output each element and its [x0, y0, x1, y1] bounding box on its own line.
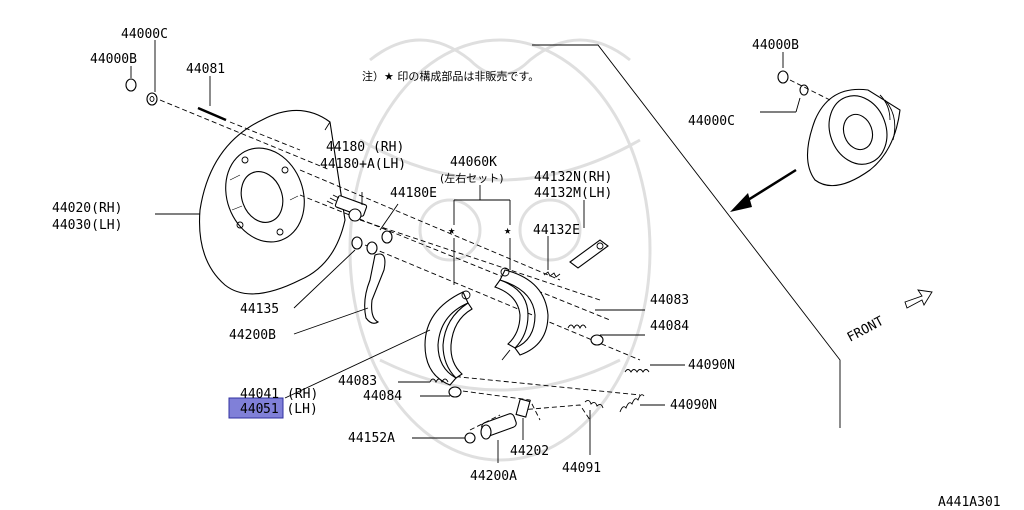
assembly-thumbnail-right [777, 70, 901, 187]
label-44180e[interactable]: 44180E [390, 186, 437, 201]
label-44000c-left[interactable]: 44000C [121, 27, 168, 42]
label-44084-left[interactable]: 44084 [363, 389, 402, 404]
label-44051-highlight[interactable]: 440 [240, 402, 263, 417]
assembly-line [519, 404, 591, 421]
label-44000c-right[interactable]: 44000C [688, 114, 735, 129]
label-44090n-lower[interactable]: 44090N [670, 398, 717, 413]
highlight-box [228, 397, 284, 419]
front-label: FRONT [845, 314, 887, 346]
front-marker: FRONT [845, 289, 933, 346]
note-text: 注）★ 印の構成部品は非販売です。 [362, 69, 539, 83]
label-44020[interactable]: 44020(RH) [52, 201, 122, 216]
watermark-emblem [348, 38, 652, 462]
washer-44135 [351, 230, 393, 255]
spring-44132e [543, 271, 561, 278]
assembly-line [299, 169, 561, 281]
label-44083-right[interactable]: 44083 [650, 293, 689, 308]
assembly-line [454, 389, 541, 421]
label-44200b[interactable]: 44200B [229, 328, 276, 343]
nut-44000b-left [125, 78, 158, 106]
leader-lines [130, 40, 801, 463]
adjuster-link-44132n [569, 239, 609, 269]
label-44081[interactable]: 44081 [186, 62, 225, 77]
label-44083-left[interactable]: 44083 [338, 374, 377, 389]
part-labels: 44000C 44000B 44081 44180 (RH) 44180+A(L… [52, 27, 799, 484]
label-44000b-right[interactable]: 44000B [752, 38, 799, 53]
assembly-line [439, 374, 641, 396]
assembly-line [159, 99, 331, 171]
pin-44081 [197, 105, 227, 122]
diagram-id: A441A301 [938, 495, 1001, 510]
assembly-line [359, 219, 601, 301]
section-divider-line [532, 44, 841, 428]
cup-44084-left [448, 386, 462, 398]
label-44132n[interactable]: 44132N(RH) [534, 170, 612, 185]
label-44152a[interactable]: 44152A [348, 431, 395, 446]
label-44132m[interactable]: 44132M(LH) [534, 186, 612, 201]
label-44202[interactable]: 44202 [510, 444, 549, 459]
label-44180-rh[interactable]: 44180 (RH) [326, 140, 404, 155]
adjuster-44180 [326, 194, 368, 222]
label-44090n-upper[interactable]: 44090N [688, 358, 735, 373]
spring-44083-right [567, 324, 587, 330]
label-44180-lh[interactable]: 44180+A(LH) [320, 157, 406, 172]
spring-44083-left [429, 378, 449, 384]
spring-44091 [584, 399, 604, 455]
direction-arrow [730, 168, 797, 212]
bleeder-44202 [515, 398, 531, 418]
lever-44200b [364, 253, 386, 324]
cup-44084-right [590, 334, 604, 346]
assembly-line [229, 121, 301, 151]
label-44200a[interactable]: 44200A [470, 469, 517, 484]
brake-shoe-right [494, 267, 549, 361]
label-44060k[interactable]: 44060K [450, 155, 497, 170]
spring-44090n-upper [624, 369, 650, 373]
label-44060k-note: (左右セット) [440, 171, 504, 185]
brake-shoe-left [424, 290, 473, 386]
back-plate-left [198, 109, 346, 295]
label-44030[interactable]: 44030(LH) [52, 218, 122, 233]
label-44135[interactable]: 44135 [240, 302, 279, 317]
label-44000b-left[interactable]: 44000B [90, 52, 137, 67]
label-44091[interactable]: 44091 [562, 461, 601, 476]
star-icon: ★ [448, 223, 455, 237]
label-44084-right[interactable]: 44084 [650, 319, 689, 334]
label-44051-rest[interactable]: 51 (LH) [263, 402, 318, 417]
label-44132e[interactable]: 44132E [533, 223, 580, 238]
kit-bracket-44060k: ★ ★ [448, 185, 511, 285]
star-icon: ★ [504, 223, 511, 237]
spring-44090n-lower [619, 394, 645, 413]
wheel-cylinder-44200a [464, 413, 517, 444]
label-44041[interactable]: 44041 (RH) [240, 387, 318, 402]
